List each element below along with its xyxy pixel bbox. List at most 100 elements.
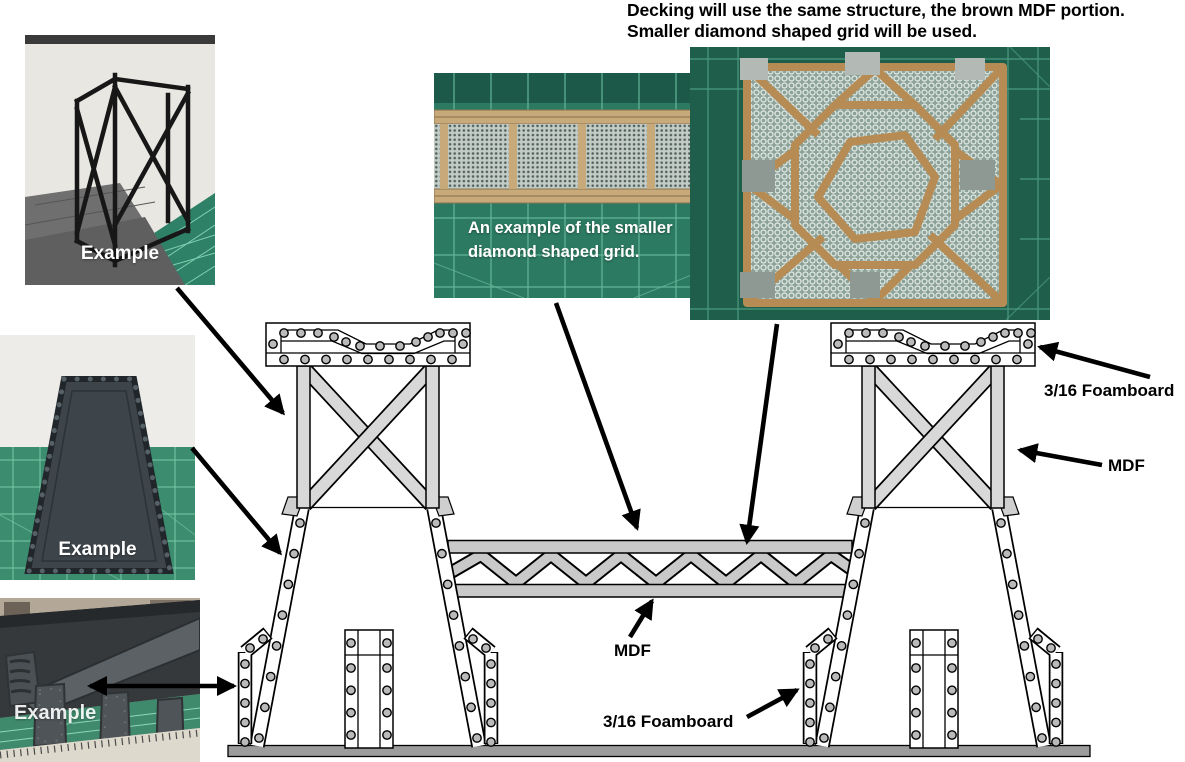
rivet	[300, 354, 310, 365]
rivet	[259, 702, 270, 713]
arrow-panel-example	[190, 446, 282, 556]
rivet	[346, 685, 356, 696]
photo-mesh-strip-art	[434, 73, 734, 298]
photo-buttress-example: Example	[0, 598, 200, 762]
photo-tower-frame-example: Example	[25, 35, 215, 285]
rivet	[355, 341, 365, 351]
rivet	[382, 730, 392, 740]
rivet	[468, 634, 478, 644]
arrow-foamboard-bottom	[745, 687, 800, 720]
rivet	[442, 579, 453, 590]
x-braces	[299, 363, 437, 511]
photo-side-panel-example: Example	[0, 335, 195, 580]
photo-grid-panel-example	[690, 47, 1050, 320]
truss-zigzag	[440, 548, 861, 590]
rivet	[329, 332, 339, 342]
truss-bottom-chord	[447, 583, 853, 598]
photo-caption: Example	[14, 702, 97, 724]
heading: Decking will use the same structure, the…	[627, 0, 1125, 41]
label-mdf-tower: MDF	[1108, 456, 1145, 475]
rivets	[240, 328, 496, 747]
shelf-strip	[25, 35, 215, 44]
rivet	[411, 337, 421, 347]
rivet	[447, 354, 457, 365]
arrow-mdf-tower	[1017, 443, 1103, 468]
rivet	[448, 328, 458, 338]
tower-post-right	[425, 365, 440, 509]
trapezoid-panel	[24, 376, 174, 574]
rivet	[431, 518, 441, 528]
rivet	[313, 328, 323, 338]
arrow-grid-panel	[739, 323, 780, 546]
rivet	[382, 685, 392, 696]
right-tower	[806, 323, 1060, 748]
outer-buttresses	[237, 627, 499, 744]
rivet	[346, 730, 356, 740]
rivet	[382, 707, 392, 718]
black-truss-frame	[73, 72, 192, 268]
rivet	[271, 641, 282, 651]
rivet	[240, 659, 250, 669]
rivet	[268, 339, 278, 349]
rivet	[346, 638, 356, 648]
rivet	[486, 698, 496, 708]
rivet	[240, 698, 250, 708]
rivet	[283, 579, 294, 590]
rivet	[296, 328, 306, 338]
photo-mesh-strip-example: An example of the smaller diamond shaped…	[434, 73, 734, 298]
rivet	[363, 354, 373, 365]
rivet	[346, 707, 356, 718]
ground-base-bar	[227, 744, 1091, 758]
photo-caption: Example	[80, 243, 160, 264]
rivet	[423, 332, 433, 342]
rivet	[289, 548, 299, 559]
arrow-mdf-deck	[628, 598, 654, 639]
mdf-mesh-strip	[434, 109, 734, 204]
photo-caption: Example	[58, 539, 137, 560]
rivet	[240, 678, 250, 689]
heading-line2: Smaller diamond shaped grid will be used…	[627, 20, 977, 41]
photo-side-panel-art	[0, 335, 195, 580]
deck-truss	[439, 539, 862, 598]
rivet	[254, 733, 264, 743]
rivet	[405, 354, 415, 365]
rivet	[279, 354, 289, 365]
rivet	[240, 737, 250, 747]
rivet	[382, 663, 392, 673]
mat-dark-band	[434, 73, 734, 103]
arrow-foamboard-top	[1037, 341, 1151, 380]
leg-top-wedge	[281, 496, 305, 517]
rivet	[486, 659, 496, 669]
rivet	[461, 328, 471, 338]
rivet	[277, 610, 288, 620]
rivet	[258, 634, 268, 644]
rivet	[279, 328, 289, 338]
label-mdf-deck: MDF	[614, 641, 651, 660]
tower-legs	[249, 506, 487, 748]
rivet	[382, 638, 392, 648]
rivet	[346, 663, 356, 673]
rivet	[454, 641, 465, 651]
photo-grid-panel-art	[690, 47, 1050, 320]
rivet	[486, 737, 496, 747]
rivet	[295, 518, 305, 528]
rivet	[245, 643, 255, 653]
rivet	[321, 354, 331, 365]
rivet	[458, 339, 468, 349]
rivet	[342, 354, 352, 365]
tape-squares	[740, 52, 995, 298]
rivet	[384, 354, 394, 365]
centre-pedestal	[344, 629, 394, 749]
rivet	[265, 671, 276, 682]
rivet	[341, 337, 351, 347]
rivet	[460, 671, 471, 682]
rivet	[448, 610, 459, 620]
tower-post-left	[296, 365, 311, 509]
rivet	[436, 548, 447, 559]
rivet	[486, 717, 496, 728]
rivet	[486, 678, 496, 689]
grey-model-base	[25, 183, 185, 285]
clutter-item	[4, 602, 30, 618]
rivet	[472, 733, 482, 743]
rivet	[395, 341, 405, 351]
